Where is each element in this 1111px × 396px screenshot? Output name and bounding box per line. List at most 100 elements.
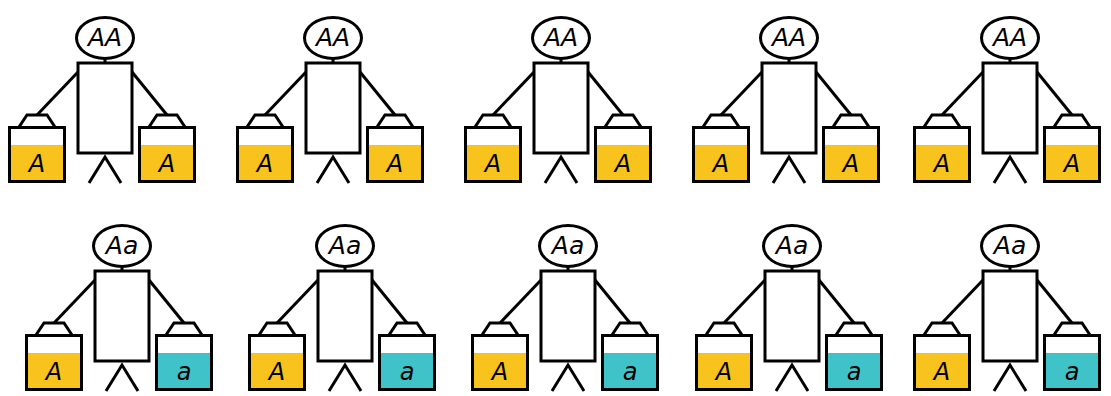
genotype-label: AA <box>88 24 122 52</box>
genotype-label: AA <box>544 24 578 52</box>
arm-line <box>149 280 184 323</box>
allele-bag: A <box>913 126 971 183</box>
arm-line <box>360 72 395 115</box>
allele-bag: A <box>366 126 424 183</box>
allele-label: A <box>615 151 631 177</box>
arm-line <box>942 72 983 115</box>
arm-line <box>595 280 630 323</box>
stick-figure <box>706 267 872 391</box>
arm-line <box>724 280 765 323</box>
arm-line <box>37 72 78 115</box>
allele-label: a <box>1065 359 1080 385</box>
stick-figure <box>36 267 202 391</box>
allele-bag: A <box>913 334 971 391</box>
allele-label: A <box>492 359 508 385</box>
body-rect <box>983 63 1037 153</box>
allele-label: A <box>387 151 403 177</box>
arm-line <box>588 72 623 115</box>
legs-line <box>776 365 808 391</box>
allele-bag: A <box>594 126 652 183</box>
allele-bag: A <box>25 334 83 391</box>
legs-line <box>106 365 138 391</box>
genotype-head: Aa <box>92 224 152 268</box>
legs-line <box>89 157 121 183</box>
legs-line <box>317 157 349 183</box>
allele-bag: A <box>822 126 880 183</box>
allele-bag: a <box>601 334 659 391</box>
allele-label: A <box>934 151 950 177</box>
allele-label: A <box>269 359 285 385</box>
allele-label: a <box>623 359 638 385</box>
legs-line <box>994 365 1026 391</box>
allele-label: A <box>1064 151 1080 177</box>
genotype-head: Aa <box>980 224 1040 268</box>
arm-line <box>372 280 407 323</box>
arm-line <box>500 280 541 323</box>
body-rect <box>541 271 595 361</box>
genotype-head: AA <box>531 16 591 60</box>
allele-label: A <box>713 151 729 177</box>
genotype-label: AA <box>316 24 350 52</box>
genotype-head: AA <box>759 16 819 60</box>
allele-bag: A <box>1043 126 1101 183</box>
allele-label: A <box>843 151 859 177</box>
stick-figure <box>19 59 185 183</box>
legs-line <box>773 157 805 183</box>
arm-line <box>277 280 318 323</box>
genotype-label: Aa <box>994 232 1026 260</box>
body-rect <box>534 63 588 153</box>
allele-label: A <box>716 359 732 385</box>
allele-bag: A <box>464 126 522 183</box>
allele-bag: A <box>695 334 753 391</box>
arm-line <box>721 72 762 115</box>
allele-label: A <box>485 151 501 177</box>
allele-bag: A <box>248 334 306 391</box>
body-rect <box>318 271 372 361</box>
stick-figure <box>924 59 1090 183</box>
body-rect <box>306 63 360 153</box>
genotype-head: AA <box>980 16 1040 60</box>
genotype-label: AA <box>993 24 1027 52</box>
legs-line <box>545 157 577 183</box>
body-rect <box>78 63 132 153</box>
genotype-head: Aa <box>315 224 375 268</box>
allele-bag: A <box>471 334 529 391</box>
arm-line <box>132 72 167 115</box>
allele-bag: A <box>692 126 750 183</box>
legs-line <box>329 365 361 391</box>
stick-figure <box>703 59 869 183</box>
genotype-head: Aa <box>762 224 822 268</box>
arm-line <box>265 72 306 115</box>
allele-bag: A <box>138 126 196 183</box>
allele-label: a <box>400 359 415 385</box>
allele-bag: A <box>236 126 294 183</box>
arm-line <box>1037 72 1072 115</box>
allele-bag: a <box>1043 334 1101 391</box>
allele-bag: A <box>8 126 66 183</box>
genotype-label: AA <box>772 24 806 52</box>
genotype-label: Aa <box>776 232 808 260</box>
arm-line <box>816 72 851 115</box>
body-rect <box>765 271 819 361</box>
genotype-head: AA <box>303 16 363 60</box>
stick-figure <box>475 59 641 183</box>
allele-label: A <box>159 151 175 177</box>
stick-figure <box>259 267 425 391</box>
body-rect <box>762 63 816 153</box>
allele-label: a <box>177 359 192 385</box>
arm-line <box>54 280 95 323</box>
arm-line <box>942 280 983 323</box>
body-rect <box>983 271 1037 361</box>
allele-label: a <box>847 359 862 385</box>
stick-figure <box>924 267 1090 391</box>
allele-bag: a <box>378 334 436 391</box>
stick-figure <box>482 267 648 391</box>
genotype-head: Aa <box>538 224 598 268</box>
arm-line <box>493 72 534 115</box>
genotype-label: Aa <box>552 232 584 260</box>
genotype-head: AA <box>75 16 135 60</box>
allele-label: A <box>29 151 45 177</box>
allele-label: A <box>257 151 273 177</box>
allele-label: A <box>934 359 950 385</box>
arm-line <box>819 280 854 323</box>
